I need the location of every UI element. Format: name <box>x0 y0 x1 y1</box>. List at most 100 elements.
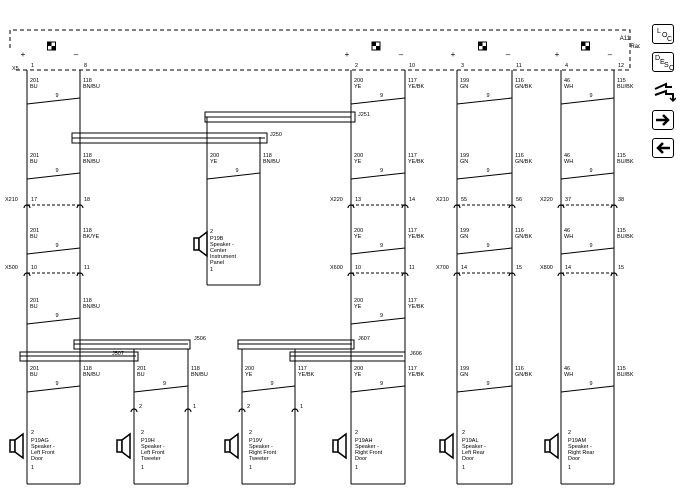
connector-pin-arc <box>347 204 355 209</box>
speaker-label: Speaker - <box>462 444 486 450</box>
previous-page-button[interactable] <box>652 138 674 158</box>
connector-pin-number: 37 <box>565 197 571 203</box>
module-pin-number: 3 <box>461 63 464 69</box>
wire-gauge-slash <box>560 97 615 105</box>
speaker-pin-bottom: 1 <box>355 465 358 471</box>
wire-color-label: BN/BU <box>83 84 100 90</box>
wire-circuit-label: 117 <box>408 366 417 372</box>
wire-color-label: GN <box>460 84 468 90</box>
connector-pin-number: 13 <box>355 197 361 203</box>
wire-gauge-slash <box>26 317 81 325</box>
module-pin-polarity: – <box>399 50 404 59</box>
connector-pin-number: 10 <box>355 265 361 271</box>
speaker-pin-bottom: 1 <box>249 465 252 471</box>
description-button[interactable]: D E S C <box>652 52 674 72</box>
tweeter-connector-arc <box>238 408 246 413</box>
connector-name: X600 <box>330 265 343 271</box>
wire-circuit-label: 46 <box>564 153 570 159</box>
connector-view-icon[interactable] <box>652 80 677 104</box>
speaker-pin-top: 2 <box>462 430 465 436</box>
connector-pin-number: 56 <box>516 197 522 203</box>
loc-letter-3: C <box>667 36 673 43</box>
wire-circuit-label: 116 <box>515 228 524 234</box>
wire-gauge-label: 9 <box>380 93 383 99</box>
wire-gauge-slash <box>26 172 81 180</box>
connector-name: X800 <box>540 265 553 271</box>
speaker-pin-bottom: 1 <box>141 465 144 471</box>
wire-circuit-label: 199 <box>460 153 469 159</box>
connector-pin-arc <box>76 204 84 209</box>
wire-circuit-label: 201 <box>30 153 39 159</box>
speaker-label: Right Rear <box>568 450 594 456</box>
wire-gauge-slash <box>560 247 615 255</box>
location-button[interactable]: L O C <box>652 24 674 44</box>
module-pin-polarity: + <box>555 50 560 59</box>
speaker-pin-top: 2 <box>31 430 34 436</box>
wire-color-label: BN/BU <box>263 159 280 165</box>
speaker-label: Speaker - <box>568 444 592 450</box>
module-pin-polarity: + <box>345 50 350 59</box>
center-speaker-ref: P19B <box>210 236 224 242</box>
wire-color-label: YE/BK <box>408 234 425 240</box>
wire-circuit-label: 118 <box>83 366 92 372</box>
speaker-label: Speaker - <box>31 444 55 450</box>
amplifier-channel-icon-fill <box>376 46 380 50</box>
wire-color-label: BU/BK <box>617 234 634 240</box>
connector-pin-number: 14 <box>565 265 571 271</box>
wire-circuit-label: 200 <box>354 78 363 84</box>
connector-pin-number: 14 <box>409 197 415 203</box>
wire-circuit-label: 115 <box>617 78 626 84</box>
speaker-pin-bottom: 1 <box>568 465 571 471</box>
wire-gauge-slash <box>456 172 513 180</box>
wire-color-label: BU <box>30 372 38 378</box>
connector-pin-arc <box>610 272 618 277</box>
wire-color-label: BN/BU <box>83 372 100 378</box>
connector-pin-number: 17 <box>31 197 37 203</box>
speaker-cone <box>337 432 347 460</box>
wire-gauge-label: 9 <box>56 93 59 99</box>
wire-circuit-label: 46 <box>564 228 570 234</box>
tweeter-connector-pin: 1 <box>300 404 303 410</box>
module-pin-polarity: – <box>74 50 79 59</box>
amplifier-channel-icon-fill <box>51 46 56 50</box>
wire-color-label: YE <box>354 84 362 90</box>
wire-color-label: YE/BK <box>408 159 425 165</box>
wire-color-label: YE/BK <box>408 304 425 310</box>
wire-gauge-label: 9 <box>487 93 490 99</box>
speaker-label: Tweeter <box>141 456 161 462</box>
wire-circuit-label: 200 <box>354 153 363 159</box>
wire-color-label: GN/BK <box>515 159 532 165</box>
wire-color-label: YE <box>210 159 218 165</box>
connector-pin-arc <box>76 272 84 277</box>
center-speaker-label: Instrument <box>210 254 236 260</box>
tweeter-connector-pin: 1 <box>193 404 196 410</box>
wire-circuit-label: 118 <box>83 228 92 234</box>
connector-name: X220 <box>540 197 553 203</box>
next-page-button[interactable] <box>652 110 674 130</box>
wire-color-label: BU <box>137 372 145 378</box>
wire-gauge-slash <box>456 385 513 393</box>
connector-pin-number: 14 <box>461 265 467 271</box>
wire-circuit-label: 116 <box>515 366 524 372</box>
speaker-cone <box>444 432 454 460</box>
wire-color-label: BU/BK <box>617 84 634 90</box>
splice-j506-label: J506 <box>194 336 206 342</box>
wire-gauge-label: 9 <box>271 381 274 387</box>
amplifier-channel-icon-fill <box>47 42 52 46</box>
connector-pin-number: 55 <box>461 197 467 203</box>
splice-j607-label: J607 <box>358 336 370 342</box>
wire-color-label: BN/BU <box>83 304 100 310</box>
speaker-ref: P19AL <box>462 438 479 444</box>
connector-pin-number: 15 <box>618 265 624 271</box>
module-pin-polarity: – <box>506 50 511 59</box>
wire-circuit-label: 201 <box>30 366 39 372</box>
connector-pin-arc <box>347 272 355 277</box>
wire-circuit-label: 200 <box>210 153 219 159</box>
wire-color-label: GN <box>460 159 468 165</box>
speaker-label: Left Rear <box>462 450 485 456</box>
wire-color-label: YE/BK <box>408 372 425 378</box>
connector-pin-number: 18 <box>84 197 90 203</box>
wire-gauge-label: 9 <box>380 168 383 174</box>
wire-gauge-slash <box>560 172 615 180</box>
connector-pin-number: 15 <box>516 265 522 271</box>
